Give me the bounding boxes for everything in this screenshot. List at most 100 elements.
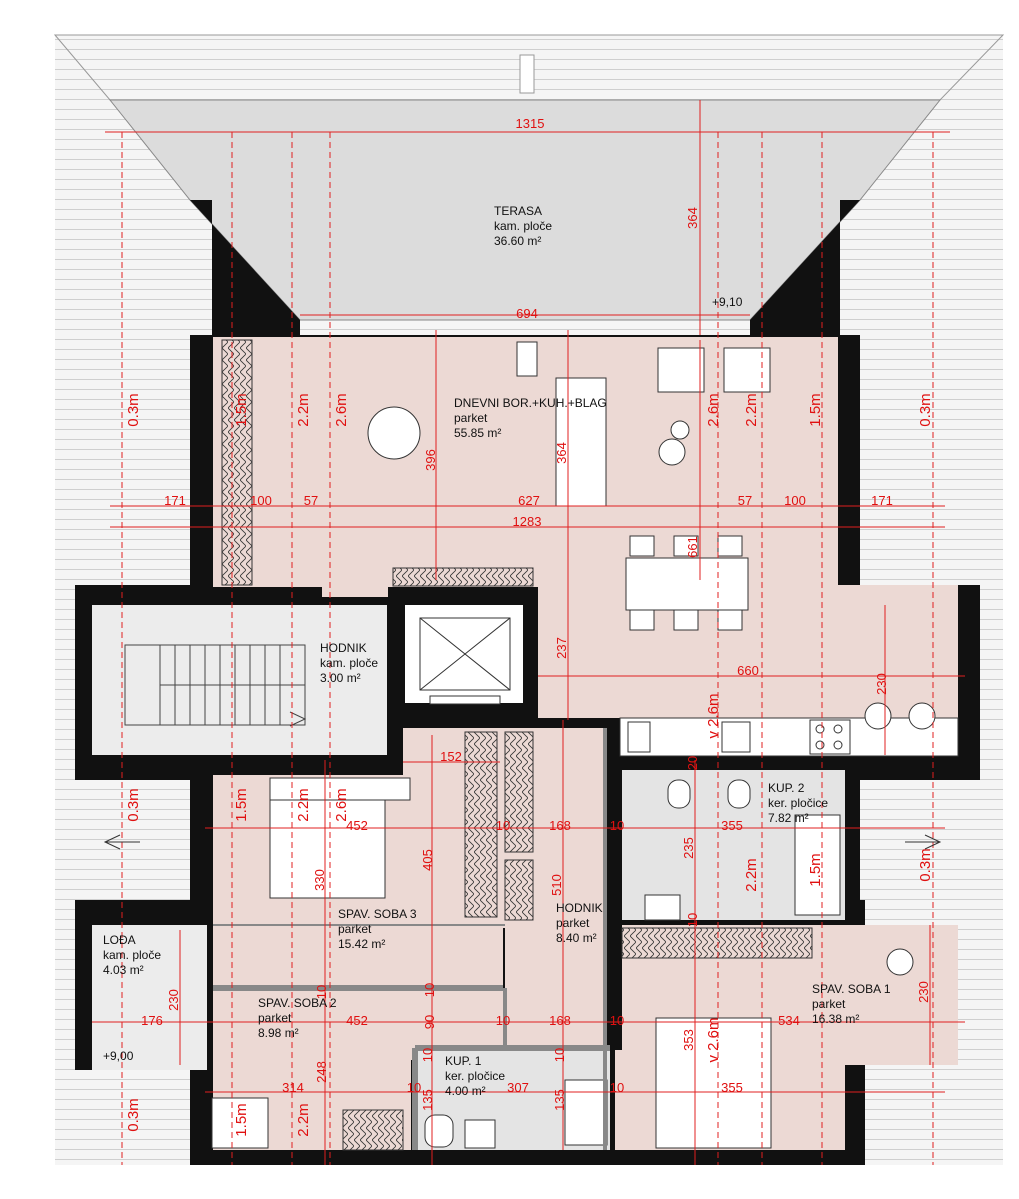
desk-bedroom2 (211, 1097, 269, 1149)
svg-text:2.2m: 2.2m (295, 393, 312, 426)
svg-text:16.38 m²: 16.38 m² (812, 1012, 859, 1026)
dim-330: 330 (312, 869, 327, 891)
armchair-left (657, 347, 705, 393)
room-label-terasa: TERASA kam. ploče 36.60 m² (494, 204, 552, 248)
dim-10-j: 10 (552, 1048, 567, 1062)
dim-353: 353 (681, 1029, 696, 1051)
svg-text:1.5m: 1.5m (233, 1103, 250, 1136)
dim-694: 694 (516, 306, 538, 321)
svg-text:36.60 m²: 36.60 m² (494, 234, 541, 248)
svg-text:ker. pločice: ker. pločice (768, 796, 828, 810)
dim-405: 405 (420, 849, 435, 871)
svg-text:2.2m: 2.2m (295, 788, 312, 821)
svg-text:0.3m: 0.3m (125, 1098, 142, 1131)
svg-text:2.2m: 2.2m (743, 393, 760, 426)
room-label-soba3: SPAV. SOBA 3 parket 15.42 m² (338, 907, 417, 951)
dim-364-living: 364 (554, 442, 569, 464)
dim-10-h: 10 (407, 1080, 421, 1095)
wardrobe-bedroom2 (342, 1109, 404, 1151)
svg-text:SPAV. SOBA 1: SPAV. SOBA 1 (812, 982, 891, 996)
dim-90: 90 (422, 1015, 437, 1029)
dim-10-g: 10 (420, 1048, 435, 1062)
dim-534: 534 (778, 1013, 800, 1028)
svg-text:1.5m: 1.5m (233, 788, 250, 821)
svg-text:2.6m: 2.6m (333, 788, 350, 821)
svg-text:4.00 m²: 4.00 m² (445, 1084, 486, 1098)
svg-text:kam. ploče: kam. ploče (103, 948, 161, 962)
dimension-labels: 1315 364 694 396 364 171 100 57 627 57 1… (141, 116, 931, 1111)
stove (809, 719, 851, 755)
svg-text:0.3m: 0.3m (125, 788, 142, 821)
dim-510: 510 (549, 874, 564, 896)
svg-text:1.5m: 1.5m (807, 853, 824, 886)
svg-text:kam. ploče: kam. ploče (320, 656, 378, 670)
staircase (124, 644, 307, 727)
svg-text:LOĐA: LOĐA (103, 933, 136, 947)
svg-text:1.5m: 1.5m (807, 393, 824, 426)
svg-text:8.98 m²: 8.98 m² (258, 1026, 299, 1040)
toilet-2 (667, 779, 691, 809)
dim-307: 307 (507, 1080, 529, 1095)
dim-168-lower: 168 (549, 1013, 571, 1028)
wardrobe-entry (392, 567, 534, 587)
wall-left-upper (190, 200, 300, 335)
kitchen-counter (619, 717, 959, 757)
svg-text:1.5m: 1.5m (233, 393, 250, 426)
dim-10-c: 10 (314, 985, 329, 999)
dim-660: 660 (737, 663, 759, 678)
washbasin-1 (464, 1119, 496, 1149)
dim-10-e: 10 (496, 1013, 510, 1028)
room-label-kup1: KUP. 1 ker. pločice 4.00 m² (445, 1054, 505, 1098)
bathtub (794, 814, 841, 916)
room-label-hodnik-stair: HODNIK kam. ploče 3.00 m² (320, 641, 378, 685)
svg-text:parket: parket (338, 922, 372, 936)
svg-text:0.3m: 0.3m (917, 848, 934, 881)
room-label-soba1: SPAV. SOBA 1 parket 16.38 m² (812, 982, 891, 1026)
dim-10-d: 10 (422, 983, 437, 997)
svg-text:SPAV. SOBA 3: SPAV. SOBA 3 (338, 907, 417, 921)
dim-135-b: 135 (552, 1089, 567, 1111)
dimension-lines (92, 100, 965, 1165)
dim-230-kitchen: 230 (874, 673, 889, 695)
round-table (367, 406, 421, 460)
dim-176: 176 (141, 1013, 163, 1028)
dim-627: 627 (518, 493, 540, 508)
fireplace (516, 341, 538, 377)
dim-452-bedroom2: 452 (346, 1013, 368, 1028)
svg-text:15.42 m²: 15.42 m² (338, 937, 385, 951)
dim-168-upper: 168 (549, 818, 571, 833)
armchair-right (723, 347, 771, 393)
dim-314: 314 (282, 1080, 304, 1095)
dim-248: 248 (314, 1061, 329, 1083)
washbasin-2 (644, 894, 681, 921)
chimney (519, 54, 535, 94)
wardrobe-bedroom3 (464, 731, 498, 918)
dim-57-left: 57 (304, 493, 318, 508)
dim-1315: 1315 (516, 116, 545, 131)
dim-661: 661 (685, 536, 700, 558)
bed-bedroom1 (655, 1017, 772, 1149)
svg-text:8.40 m²: 8.40 m² (556, 931, 597, 945)
fridge (627, 721, 651, 753)
shower-1 (564, 1079, 608, 1146)
svg-text:55.85 m²: 55.85 m² (454, 426, 501, 440)
svg-text:SPAV. SOBA 2: SPAV. SOBA 2 (258, 996, 337, 1010)
dim-10-f: 10 (610, 1013, 624, 1028)
svg-text:HODNIK: HODNIK (556, 901, 603, 915)
svg-text:KUP. 2: KUP. 2 (768, 781, 805, 795)
dim-10-k: 10 (685, 913, 700, 927)
wardrobe-corridor (504, 731, 534, 853)
dim-10-b: 10 (610, 818, 624, 833)
toilet-1 (424, 1114, 454, 1148)
svg-text:2.6m: 2.6m (705, 393, 722, 426)
room-label-hodnik: HODNIK parket 8.40 m² (556, 901, 603, 945)
svg-text:parket: parket (454, 411, 488, 425)
svg-text:7.82 m²: 7.82 m² (768, 811, 809, 825)
svg-text:ker. pločice: ker. pločice (445, 1069, 505, 1083)
svg-text:HODNIK: HODNIK (320, 641, 367, 655)
svg-text:parket: parket (812, 997, 846, 1011)
level-loggia: +9,00 (103, 1049, 134, 1063)
sink (721, 721, 751, 753)
dim-57-right: 57 (738, 493, 752, 508)
